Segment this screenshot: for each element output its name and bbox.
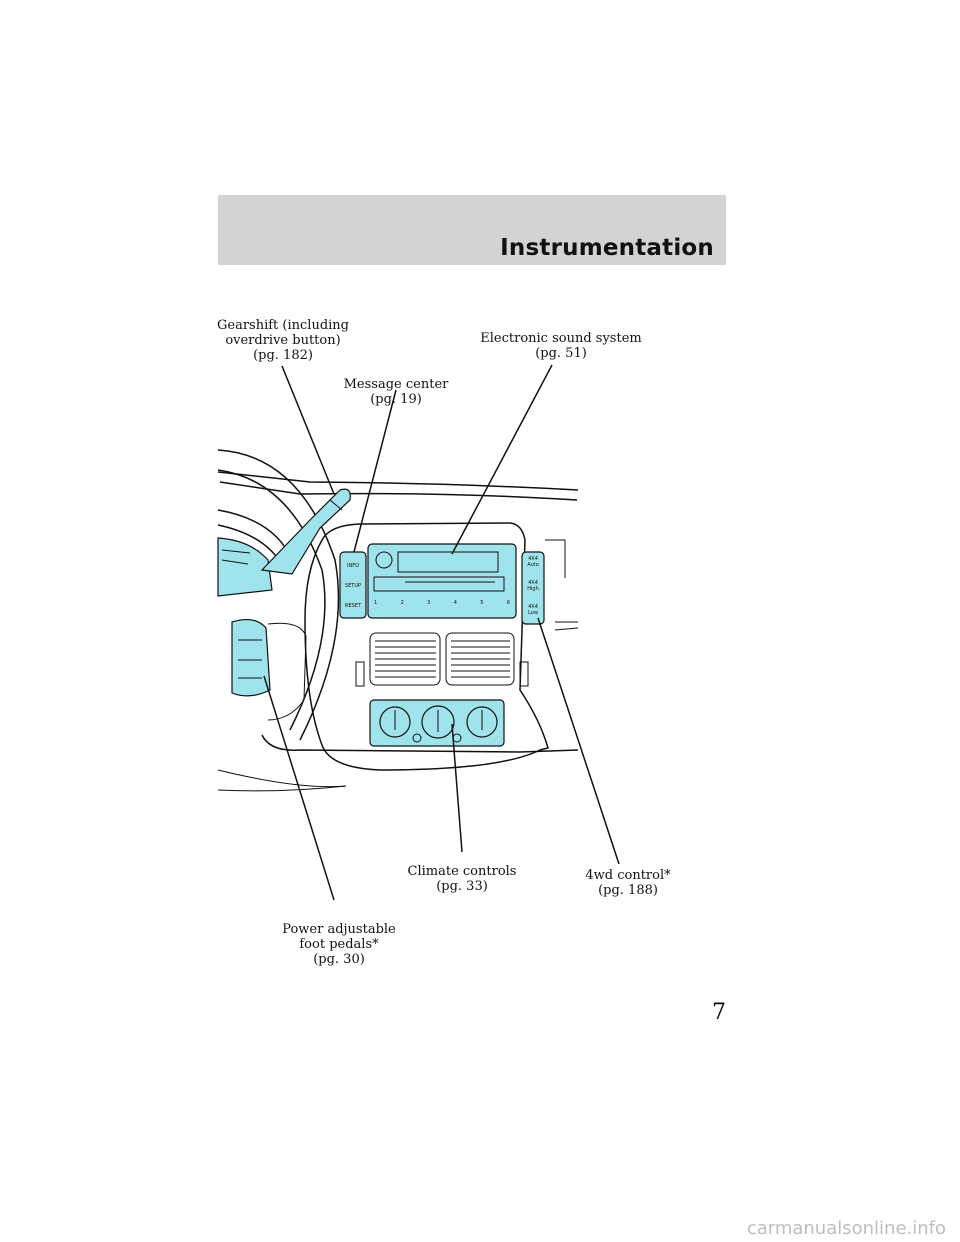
- message-center-buttons: INFO SETUP RESET: [340, 556, 366, 616]
- four-wd-callout: 4wd control* (pg. 188): [585, 868, 671, 898]
- radio-preset-button[interactable]: 6: [506, 600, 510, 606]
- dash-top-line-2: [219, 481, 578, 501]
- gearshift-stalk: [260, 488, 351, 575]
- message-center-callout: Message center (pg. 19): [343, 377, 449, 407]
- info-button[interactable]: INFO: [346, 563, 360, 569]
- four-wd-low-line2: Low: [528, 610, 538, 616]
- sound-system-callout: Electronic sound system (pg. 51): [480, 331, 642, 361]
- page-title: Instrumentation: [500, 235, 714, 261]
- radio-preset-button[interactable]: 5: [480, 600, 484, 606]
- radio-preset-button[interactable]: 3: [427, 600, 431, 606]
- climate-callout: Climate controls (pg. 33): [407, 864, 517, 894]
- steering-wheel-rim: [217, 449, 340, 741]
- setup-button[interactable]: SETUP: [344, 583, 362, 589]
- four-wd-leader: [537, 617, 620, 865]
- watermark: carmanualsonline.info: [746, 1218, 946, 1239]
- gearshift-callout: Gearshift (including overdrive button) (…: [217, 318, 349, 363]
- left-vent: [369, 632, 441, 686]
- center-stack-outline: [304, 522, 549, 771]
- dash-top-line: [217, 471, 579, 491]
- pedals-leader: [263, 675, 335, 901]
- climate-leader: [451, 723, 463, 853]
- reset-button[interactable]: RESET: [344, 603, 362, 609]
- pedals-callout: Power adjustable foot pedals* (pg. 30): [282, 922, 396, 967]
- message-center-panel: [339, 551, 367, 619]
- four-wd-high-line1: 4X4: [528, 580, 538, 586]
- sound-system-leader: [451, 364, 553, 555]
- four-wd-auto-line2: Auto: [527, 562, 539, 568]
- four-wd-panel: [521, 551, 545, 625]
- steering-wheel-switches: [231, 618, 271, 697]
- radio-panel: [367, 543, 517, 619]
- radio-preset-button[interactable]: 1: [374, 600, 378, 606]
- header-band: Instrumentation: [218, 195, 726, 265]
- dash-lower-line: [261, 734, 579, 753]
- right-vent: [445, 632, 515, 686]
- message-center-leader: [353, 389, 397, 553]
- four-wd-high-line2: High: [527, 586, 539, 592]
- radio-preset-row: 1 2 3 4 5 6: [374, 600, 510, 606]
- radio-preset-button[interactable]: 2: [400, 600, 404, 606]
- page-number: 7: [712, 1000, 726, 1025]
- four-wd-auto-line1: 4X4: [528, 556, 538, 562]
- instrument-cluster: [217, 537, 273, 597]
- radio-preset-button[interactable]: 4: [453, 600, 457, 606]
- gearshift-leader: [281, 365, 335, 495]
- four-wd-low-line1: 4X4: [528, 604, 538, 610]
